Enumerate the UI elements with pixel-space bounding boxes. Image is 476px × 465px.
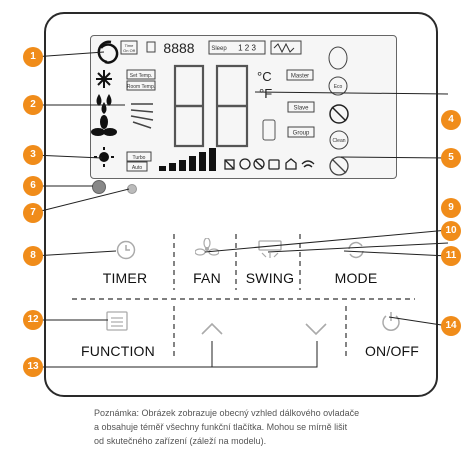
chevron-down-icon — [305, 323, 327, 336]
sleep-label: Sleep — [211, 46, 227, 52]
callout-10: 10 — [441, 221, 461, 241]
fan-auto-label: Auto — [132, 165, 143, 171]
callout-5: 5 — [441, 148, 461, 168]
unit-fahrenheit: °F — [259, 86, 272, 101]
power-button[interactable]: ON/OFF — [354, 308, 430, 362]
callout-8: 8 — [23, 246, 43, 266]
swing-label: SWING — [245, 270, 295, 286]
function-menu-icon — [106, 311, 128, 331]
no-swing-icon — [329, 156, 349, 176]
lcd-display: Time On Off 8888 Sleep 1 2 3 Set Temp. R… — [90, 35, 397, 179]
callout-6: 6 — [23, 176, 43, 196]
heat-mode-icon — [94, 147, 114, 167]
callout-3: 3 — [23, 145, 43, 165]
down-arrow-button[interactable] — [300, 316, 332, 340]
chevron-up-icon — [201, 322, 223, 335]
timer-label: TIMER — [102, 270, 148, 286]
indoor-unit-icon — [262, 119, 276, 141]
power-icon — [382, 312, 400, 331]
unit-celsius: °C — [257, 69, 272, 84]
svg-text:Eco: Eco — [334, 84, 343, 90]
callout-2: 2 — [23, 95, 43, 115]
disclaimer-note: Poznámka: Obrázek zobrazuje obecný vzhle… — [94, 406, 434, 448]
set-temp-label: Set Temp. — [130, 73, 152, 79]
callout-11: 11 — [441, 246, 461, 266]
svg-text:Time: Time — [125, 43, 135, 48]
temperature-digits — [173, 64, 249, 148]
fan-speed-bars — [159, 148, 216, 171]
note-line-2: a obsahuje téměř všechny funkční tlačítk… — [94, 422, 348, 432]
no-fan-icon — [329, 104, 349, 124]
svg-text:On Off: On Off — [123, 48, 136, 53]
slave-label: Slave — [293, 106, 309, 112]
fan-label: FAN — [193, 270, 221, 286]
eco-icon — [328, 76, 348, 96]
note-line-1: Poznámka: Obrázek zobrazuje obecný vzhle… — [94, 408, 360, 418]
group-label: Group — [293, 131, 310, 137]
clean-icon — [329, 130, 349, 150]
up-arrow-button[interactable] — [196, 316, 228, 340]
power-indicator-light — [92, 180, 106, 194]
fan-mode-icon — [91, 115, 117, 136]
mode-button[interactable]: MODE — [316, 238, 396, 290]
function-label: FUNCTION — [81, 343, 155, 359]
function-button[interactable]: FUNCTION — [70, 308, 166, 362]
filter-icon — [328, 46, 348, 70]
sleep-levels: 1 2 3 — [238, 44, 256, 53]
callout-13: 13 — [23, 357, 43, 377]
callout-4: 4 — [441, 110, 461, 130]
callout-14: 14 — [441, 316, 461, 336]
mode-label: MODE — [334, 270, 378, 286]
mode-cycle-icon — [348, 241, 364, 259]
auto-mode-icon — [97, 40, 119, 64]
fan-turbo-label: Turbo — [133, 155, 146, 161]
svg-text:Clean: Clean — [332, 138, 345, 144]
callout-1: 1 — [23, 47, 43, 67]
cool-mode-icon — [96, 70, 112, 88]
timer-button[interactable]: TIMER — [84, 238, 166, 290]
swing-louver-icon — [130, 103, 154, 129]
timer-clock-icon — [116, 240, 136, 260]
clock-digits: 8888 — [163, 40, 194, 56]
lcd-icons: Time On Off 8888 Sleep 1 2 3 Set Temp. R… — [91, 40, 349, 176]
note-line-3: od skutečného zařízení (záleží na modelu… — [94, 436, 267, 446]
callout-7: 7 — [23, 203, 43, 223]
callout-12: 12 — [23, 310, 43, 330]
status-icons — [224, 158, 315, 170]
callout-9: 9 — [441, 198, 461, 218]
room-temp-label: Room Temp. — [127, 84, 155, 90]
onoff-label: ON/OFF — [364, 343, 420, 359]
master-label: Master — [291, 74, 309, 80]
